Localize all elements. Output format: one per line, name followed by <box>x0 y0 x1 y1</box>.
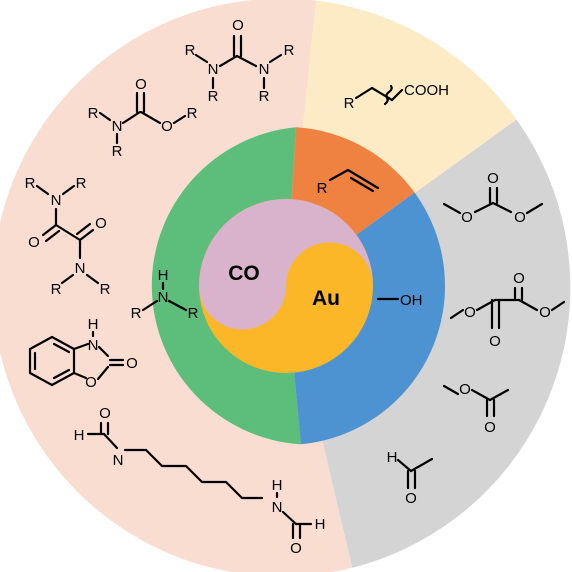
benzoxazolone-structure: H N O O <box>28 316 138 391</box>
dmc-o-right: O <box>514 209 526 226</box>
urea-r2: R <box>208 88 219 105</box>
methyl-acetate-o-carbonyl: O <box>484 419 496 436</box>
benzoxazolone-n: N <box>88 337 99 354</box>
dmc-o-left: O <box>461 209 473 226</box>
urea-r3: R <box>284 42 295 59</box>
bisformamide-h3: H <box>315 516 326 533</box>
dmo-o2: O <box>464 304 476 321</box>
bisformamide-o1: O <box>99 405 111 422</box>
urea-o: O <box>232 17 244 34</box>
bisformamide-o2: O <box>290 540 302 557</box>
carbamate-r-top: R <box>88 105 99 122</box>
carbamate-r-ester: R <box>187 105 198 122</box>
benzoxazolone-h: H <box>88 316 99 333</box>
dmo-o1: O <box>513 270 525 287</box>
alcohol-oh: OH <box>400 292 423 309</box>
secondary-amine-structure: H N R R <box>131 267 199 322</box>
bisformamide-h2: H <box>272 477 283 494</box>
bisformamide-n2: N <box>272 499 283 516</box>
acetaldehyde-structure: H O <box>387 449 434 507</box>
carbamate-structure: R N R O O R <box>88 76 198 160</box>
dmo-o3: O <box>489 333 501 350</box>
alkene-r: R <box>317 180 328 197</box>
carbamate-o-carbonyl: O <box>135 76 147 93</box>
dmc-o-top: O <box>487 170 499 187</box>
oxamide-n1: N <box>51 192 62 209</box>
amine-n: N <box>158 289 169 306</box>
dmo-o4: O <box>539 304 551 321</box>
oxamide-r4: R <box>100 281 111 298</box>
methyl-acetate-o-ester: O <box>459 381 471 398</box>
acid-cooh: COOH <box>404 82 449 99</box>
urea-structure: O N N R R R R <box>185 17 295 105</box>
alcohol-structure: OH <box>376 292 423 309</box>
oxamide-r1: R <box>25 175 36 192</box>
carbamate-o-ester: O <box>161 118 173 135</box>
dimethyl-carbonate-structure: O O O <box>442 170 544 226</box>
urea-r1: R <box>185 42 196 59</box>
benzoxazolone-o-carbonyl: O <box>126 355 138 372</box>
amine-h: H <box>158 267 169 284</box>
carbamate-n: N <box>112 118 123 135</box>
oxamide-o2: O <box>95 215 107 232</box>
bisformamide-n1: N <box>113 452 124 469</box>
amine-r-left: R <box>131 305 142 322</box>
au-label: Au <box>312 287 340 310</box>
oxamide-r2: R <box>76 175 87 192</box>
oxamide-r3: R <box>51 281 62 298</box>
acetaldehyde-o: O <box>405 490 417 507</box>
urea-r4: R <box>259 88 270 105</box>
bisformamide-structure: O H N H N H O <box>74 405 326 557</box>
urea-n-right: N <box>259 61 270 78</box>
acid-r: R <box>344 95 355 112</box>
benzoxazolone-o-ring: O <box>85 374 97 391</box>
dimethyl-oxalate-structure: O O O O <box>449 270 566 350</box>
core-co-half <box>199 199 373 330</box>
methyl-acetate-structure: O O <box>442 381 510 436</box>
oxamide-structure: R R N O O N R R <box>25 175 111 298</box>
carboxylic-acid-structure: R COOH <box>344 82 449 112</box>
oxamide-n2: N <box>75 260 86 277</box>
amine-r-right: R <box>188 305 199 322</box>
carbamate-r-bottom: R <box>112 143 123 160</box>
alkene-structure: R <box>317 168 380 197</box>
co-label: CO <box>228 262 260 285</box>
urea-n-left: N <box>208 61 219 78</box>
bisformamide-h1: H <box>74 427 85 444</box>
acetaldehyde-h: H <box>387 449 398 466</box>
oxamide-o1: O <box>28 234 40 251</box>
